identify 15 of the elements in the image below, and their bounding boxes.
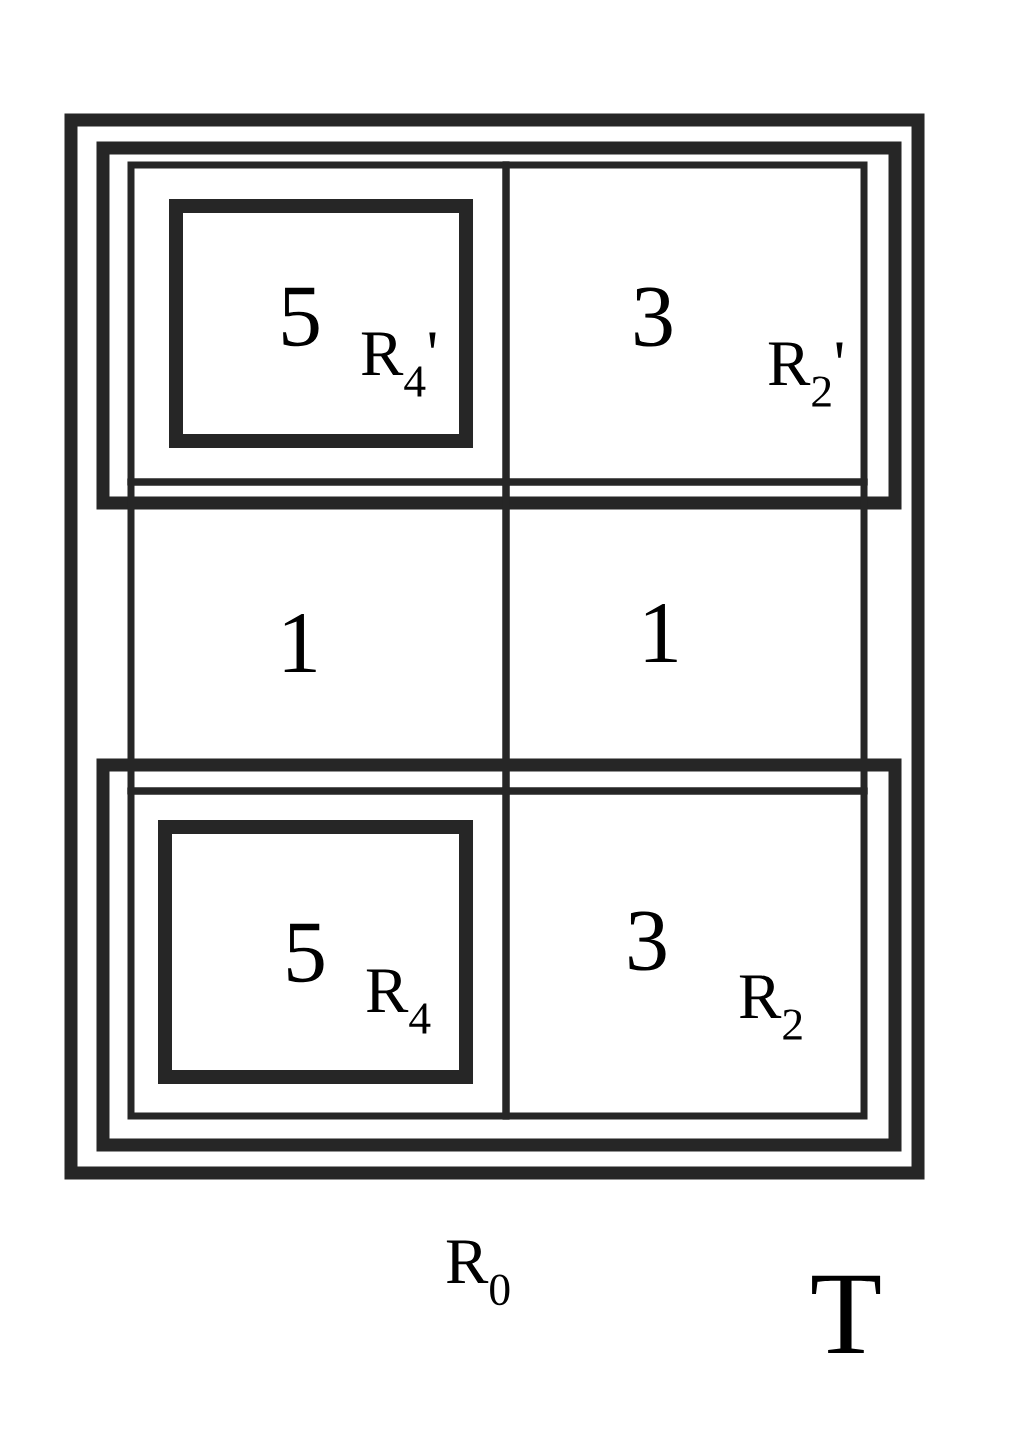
cell-value: 1 [645, 603, 677, 663]
region-label: R$_{0}$ [446, 1240, 510, 1306]
cell-value: 5 [288, 923, 324, 983]
region-label: R$_{2}$ [739, 975, 802, 1040]
region-label: R$_{2}$' [768, 342, 843, 407]
region-label: R$_{4}$' [361, 332, 436, 397]
cell-value: 3 [635, 287, 672, 347]
outer-frame [64, 113, 925, 1180]
cell-value: 1 [284, 613, 316, 673]
region-frame [96, 758, 902, 1152]
region-frame [96, 141, 902, 510]
region-label: R$_{4}$ [366, 969, 431, 1034]
cell-value: 5 [283, 287, 319, 347]
figure-label: T [812, 1275, 881, 1353]
cell-value: 3 [629, 911, 666, 971]
